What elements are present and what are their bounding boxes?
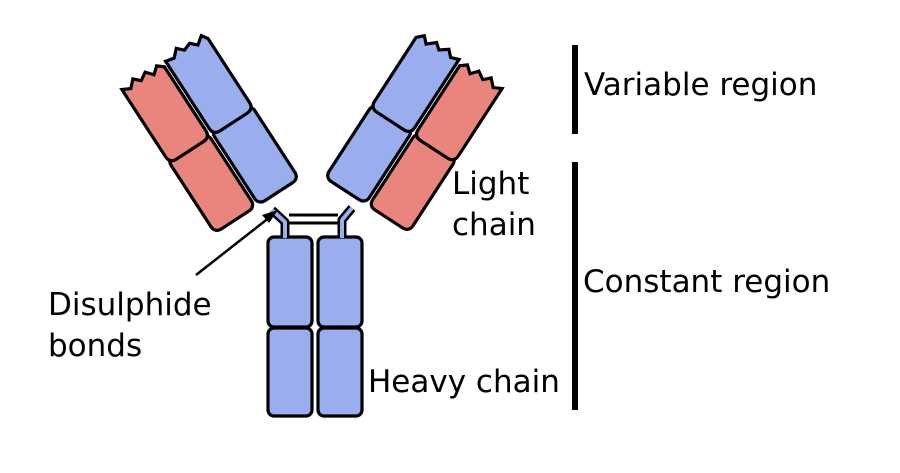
heavy-chain-stem xyxy=(266,235,364,418)
right-light-variable-domain xyxy=(414,63,505,162)
heavy-chain-right-lower-domain xyxy=(316,326,364,418)
constant-region-bracket xyxy=(572,162,578,410)
right-fab-arm xyxy=(326,33,505,231)
light-chain-label-line1: Light xyxy=(452,166,530,202)
variable-region-bracket xyxy=(572,45,578,134)
left-light-variable-domain xyxy=(119,64,210,163)
light-chain-label-line2: chain xyxy=(452,207,536,243)
heavy-chain-left-upper-domain xyxy=(266,235,314,329)
variable-region-label: Variable region xyxy=(584,67,818,103)
left-heavy-variable-domain xyxy=(163,33,253,135)
disulphide-label-line1: Disulphide xyxy=(48,287,212,323)
heavy-chain-left-lower-domain xyxy=(266,326,314,418)
left-fab-arm xyxy=(119,33,298,232)
constant-region-label: Constant region xyxy=(583,264,831,300)
disulphide-pointer-arrow xyxy=(195,210,278,276)
right-heavy-variable-domain xyxy=(371,33,462,134)
heavy-chain-label: Heavy chain xyxy=(368,364,560,400)
pointer-arrowhead xyxy=(262,210,278,223)
hinge-region xyxy=(268,205,356,238)
hinge-right-fill xyxy=(340,206,354,238)
disulphide-label-line2: bonds xyxy=(48,328,143,364)
pointer-line xyxy=(195,216,271,276)
heavy-chain-right-upper-domain xyxy=(316,235,364,329)
hinge-left-fill xyxy=(270,208,287,238)
